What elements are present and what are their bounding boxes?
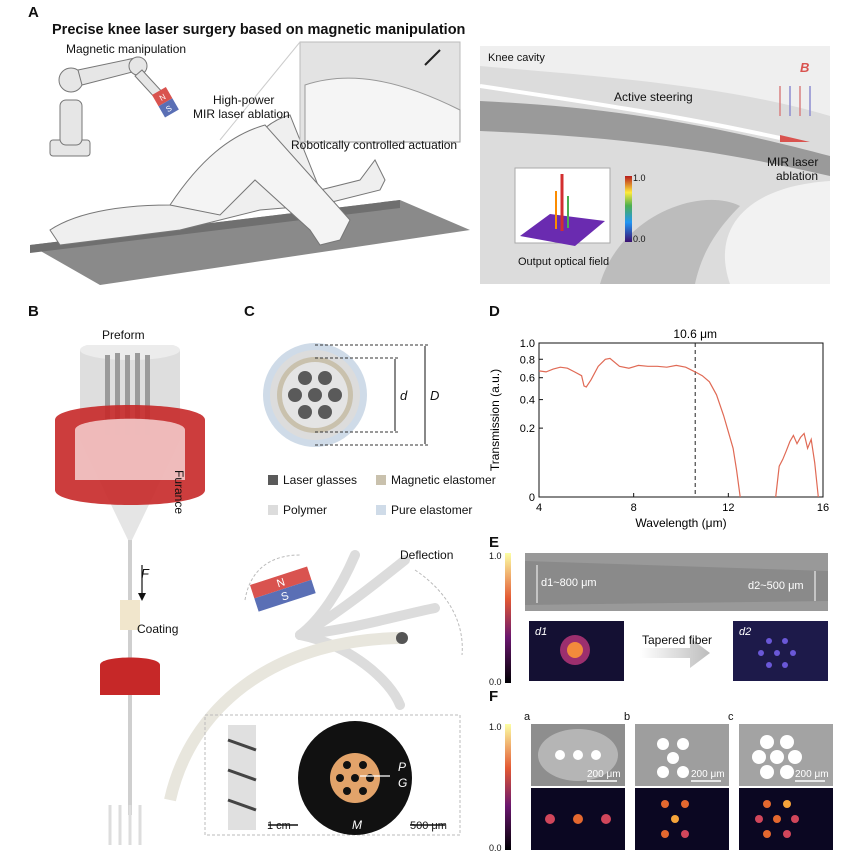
scale-1cm: 1 cm	[267, 820, 291, 832]
x-tick-label: 8	[631, 502, 637, 514]
tapered-fiber-images	[505, 553, 828, 683]
panel-d-label: D	[489, 303, 500, 320]
label-mir-laser: MIR laser	[767, 155, 819, 169]
cbar-f-min: 0.0	[489, 843, 502, 853]
scale-200um-a: 200 μm	[587, 769, 621, 780]
label-furnace: Furance	[172, 470, 186, 515]
cbar-f-max: 1.0	[489, 722, 502, 732]
y-tick-label: 0.6	[520, 373, 535, 385]
subpanel-c-label: c	[728, 711, 734, 723]
label-output-field: Output optical field	[518, 256, 610, 268]
deflection-illustration: N S	[164, 550, 463, 836]
legend-swatch	[268, 475, 278, 485]
legend-swatch	[268, 505, 278, 515]
label-b-field: B	[800, 60, 810, 75]
legend-label: Polymer	[283, 503, 328, 517]
robot-magnet-s: S	[164, 104, 173, 114]
panel-f-label: F	[489, 688, 499, 705]
legend-item-pure-elastomer: Pure elastomer	[376, 503, 472, 517]
panel-a-illustration: N S	[30, 41, 470, 285]
transmission-series-line	[538, 357, 741, 498]
legend-label: Pure elastomer	[391, 503, 473, 517]
label-knee-cavity: Knee cavity	[488, 52, 545, 64]
scale-500um: 500 μm	[410, 820, 447, 832]
scale-200um-b: 200 μm	[691, 769, 725, 780]
x-tick-label: 16	[817, 502, 829, 514]
label-mir-ablation: MIR laser ablation	[193, 107, 290, 121]
cbar-e-min: 0.0	[489, 677, 502, 687]
deflection-magnet-n: N	[275, 576, 286, 590]
x-tick-label: 12	[722, 502, 734, 514]
label-tapered-fiber: Tapered fiber	[642, 633, 713, 647]
label-high-power: High-power	[213, 93, 275, 107]
y-tick-label: 0.2	[520, 423, 535, 435]
label-force: F	[141, 566, 149, 581]
legend-item-laser-glasses: Laser glasses	[268, 473, 357, 487]
fiber-cross-section	[263, 343, 430, 447]
fiber-draw-illustration	[55, 345, 205, 845]
subpanel-b-label: b	[624, 711, 631, 723]
legend-item-magnetic-elastomer: Magnetic elastomer	[376, 473, 496, 487]
label-coating: Coating	[137, 622, 179, 636]
label-deflection: Deflection	[400, 548, 454, 562]
scale-200um-c: 200 μm	[795, 769, 829, 780]
panel-a-title: Precise knee laser surgery based on magn…	[52, 22, 466, 38]
label-magnetic-manipulation: Magnetic manipulation	[66, 42, 187, 56]
label-d1-short: d1	[535, 626, 548, 638]
y-tick-label: 1.0	[520, 338, 535, 350]
label-robot-actuation: Robotically controlled actuation	[291, 138, 458, 152]
legend-swatch	[376, 475, 386, 485]
panel-a-label: A	[28, 4, 39, 21]
label-active-steering: Active steering	[614, 90, 693, 104]
transmission-series-line	[775, 432, 819, 498]
label-dim-D: D	[430, 388, 440, 403]
reference-line-label: 10.6 μm	[673, 327, 717, 341]
panel-b-label: B	[28, 303, 39, 320]
y-tick-label: 0.4	[520, 395, 535, 407]
legend-item-polymer: Polymer	[268, 503, 327, 517]
legend-label: Magnetic elastomer	[391, 473, 496, 487]
y-tick-label: 0.8	[520, 354, 535, 366]
cbar-e-max: 1.0	[489, 551, 502, 561]
label-preform: Preform	[102, 328, 145, 342]
panel-e-label: E	[489, 534, 500, 551]
label-M: M	[352, 818, 362, 832]
fiber-facet-images	[505, 724, 833, 850]
label-G: G	[398, 776, 408, 790]
deflection-magnet-s: S	[280, 590, 291, 604]
legend-label: Laser glasses	[283, 473, 358, 487]
cbar-a-max: 1.0	[633, 173, 646, 183]
cbar-a-min: 0.0	[633, 234, 646, 244]
knee-cavity-illustration	[480, 46, 830, 284]
label-d2: d2~500 μm	[748, 580, 804, 592]
y-tick-label: 0	[529, 492, 535, 504]
plot-frame	[538, 342, 824, 498]
label-d2-short: d2	[739, 626, 752, 638]
label-P: P	[398, 760, 407, 774]
subpanel-a-label: a	[524, 711, 531, 723]
legend-swatch	[376, 505, 386, 515]
x-axis-label: Wavelength (μm)	[635, 516, 726, 530]
label-ablation: ablation	[776, 169, 819, 183]
label-dim-d: d	[400, 388, 408, 403]
label-d1: d1~800 μm	[541, 577, 597, 589]
robot-magnet-n: N	[158, 92, 168, 103]
y-axis-label: Transmission (a.u.)	[488, 369, 502, 471]
x-tick-label: 4	[536, 502, 542, 514]
panel-c-label: C	[244, 303, 255, 320]
